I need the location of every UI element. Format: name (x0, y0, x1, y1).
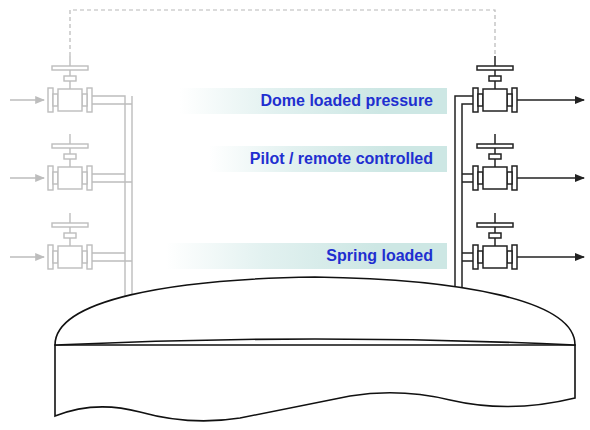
label-band: Dome loaded pressure (180, 88, 447, 114)
grey-valves (48, 56, 92, 269)
valve-type-label: Pilot / remote controlled (250, 146, 433, 172)
label-band: Pilot / remote controlled (209, 146, 447, 172)
pipework (455, 96, 584, 300)
label-band: Spring loaded (166, 243, 447, 269)
grey-pipework (10, 96, 132, 300)
vessel (55, 277, 575, 421)
valves (473, 56, 517, 269)
dashed-link (70, 10, 495, 56)
valve-type-label: Spring loaded (326, 243, 433, 269)
valve-type-label: Dome loaded pressure (261, 88, 434, 114)
